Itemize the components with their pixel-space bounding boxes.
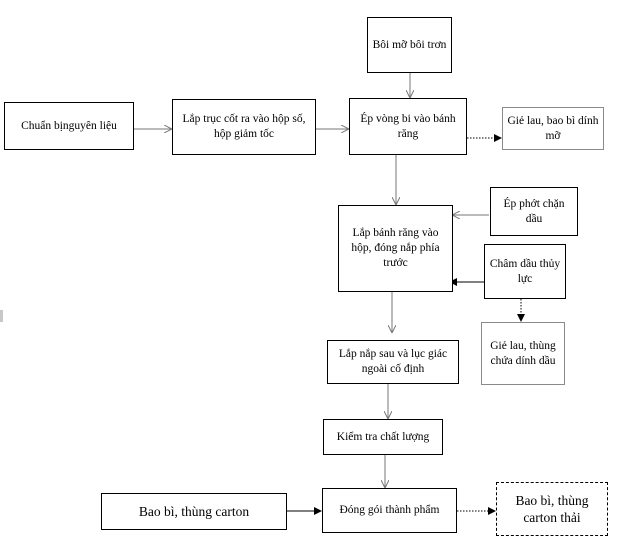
node-lap-nap-sau: Lắp nắp sau và lục giác ngoài cố định [327,340,459,384]
node-boi-mo: Bôi mỡ bôi trơn [367,17,452,73]
node-label: Lắp trục cốt ra vào hộp số, hộp giảm tốc [182,113,306,140]
node-label: Giẻ lau, bao bì dính mỡ [507,114,599,142]
node-bao-bi-thai: Bao bì, thùng carton thải [496,482,608,536]
node-ep-phot: Ép phớt chặn dầu [490,187,578,236]
node-label: Lắp nắp sau và lục giác ngoài cố định [338,348,448,375]
node-lap-banh-rang: Lắp bánh răng vào hộp, đóng nắp phía trư… [338,205,453,292]
node-label: Đóng gói thành phẩm [339,504,440,516]
node-bao-bi-in: Bao bì, thùng carton [101,493,287,530]
node-lap-truc: Lắp trục cốt ra vào hộp số, hộp giảm tốc [172,99,316,155]
node-label: Bao bì, thùng carton [138,504,250,519]
node-dong-goi: Đóng gói thành phẩm [322,488,457,533]
node-label: Kiểm tra chất lượng [336,430,430,443]
node-label: Bao bì, thùng carton thải [515,493,589,525]
node-label: Ép phớt chặn dầu [503,197,565,225]
node-kiem-tra: Kiểm tra chất lượng [323,419,443,455]
node-label: Bôi mỡ bôi trơn [372,38,447,51]
node-chuan-bi: Chuẩn bịnguyên liệu [4,102,134,150]
edge-marker [0,310,3,322]
node-gie-lau-mo: Giẻ lau, bao bì dính mỡ [502,107,604,150]
node-label: Chuẩn bịnguyên liệu [21,119,117,132]
node-gie-lau-dau: Giẻ lau, thùng chứa dính dầu [481,322,565,385]
node-label: Lắp bánh răng vào hộp, đóng nắp phía trư… [351,227,440,269]
node-label: Châm dầu thủy lực [489,257,561,285]
node-label: Ép vòng bi vào bánh răng [360,112,456,140]
node-label: Giẻ lau, thùng chứa dính dầu [490,339,556,367]
node-cham-dau: Châm dầu thủy lực [484,244,566,299]
node-ep-vong-bi: Ép vòng bi vào bánh răng [349,98,467,155]
